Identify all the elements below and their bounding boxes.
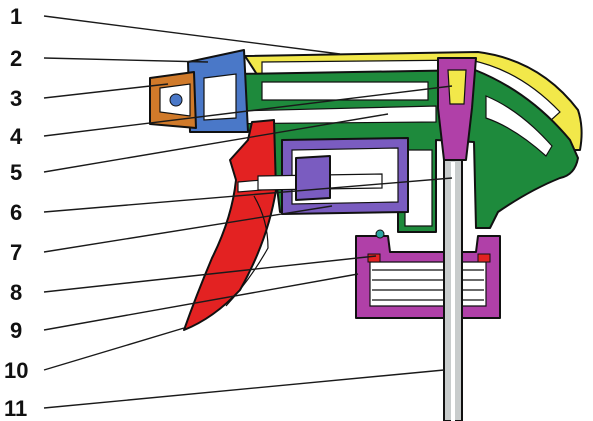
trigger-lever: [183, 119, 277, 331]
seal-left: [367, 253, 381, 263]
body-cavity-lower: [404, 149, 433, 227]
leader-4: [43, 85, 453, 137]
valve-housing: [437, 57, 477, 161]
seal-right: [477, 253, 491, 263]
leader-7: [43, 205, 333, 253]
callout-6: 6: [10, 200, 22, 225]
callout-3: 3: [10, 86, 22, 111]
callout-2: 2: [10, 46, 22, 71]
callout-9: 9: [10, 318, 22, 343]
leader-1: [43, 15, 341, 55]
body-cavity-upper: [261, 81, 429, 101]
leader-8: [43, 255, 377, 293]
leader-10: [43, 327, 185, 371]
callout-labels: 1 2 3 4 5 6 7 8 9 10 11: [4, 4, 28, 421]
closure-threads: [372, 269, 484, 301]
piston-head: [295, 155, 331, 201]
nozzle-cap-bore: [203, 73, 237, 121]
leader-9: [43, 273, 359, 331]
leader-5: [43, 113, 389, 173]
callout-4: 4: [10, 124, 23, 149]
callout-1: 1: [10, 4, 22, 29]
gasket-dot: [375, 229, 385, 239]
callout-8: 8: [10, 280, 22, 305]
nozzle-orifice: [169, 93, 183, 107]
trigger-spring: [225, 195, 269, 307]
leader-3: [43, 83, 169, 99]
valve-seat: [447, 69, 467, 105]
callout-7: 7: [10, 240, 22, 265]
leader-6: [43, 177, 453, 213]
leader-2: [43, 57, 209, 63]
callout-10: 10: [4, 358, 28, 383]
callout-5: 5: [10, 160, 22, 185]
body-cavity-front: [485, 95, 553, 157]
leader-11: [43, 369, 445, 409]
leader-lines: [43, 15, 453, 409]
callout-11: 11: [4, 396, 27, 421]
